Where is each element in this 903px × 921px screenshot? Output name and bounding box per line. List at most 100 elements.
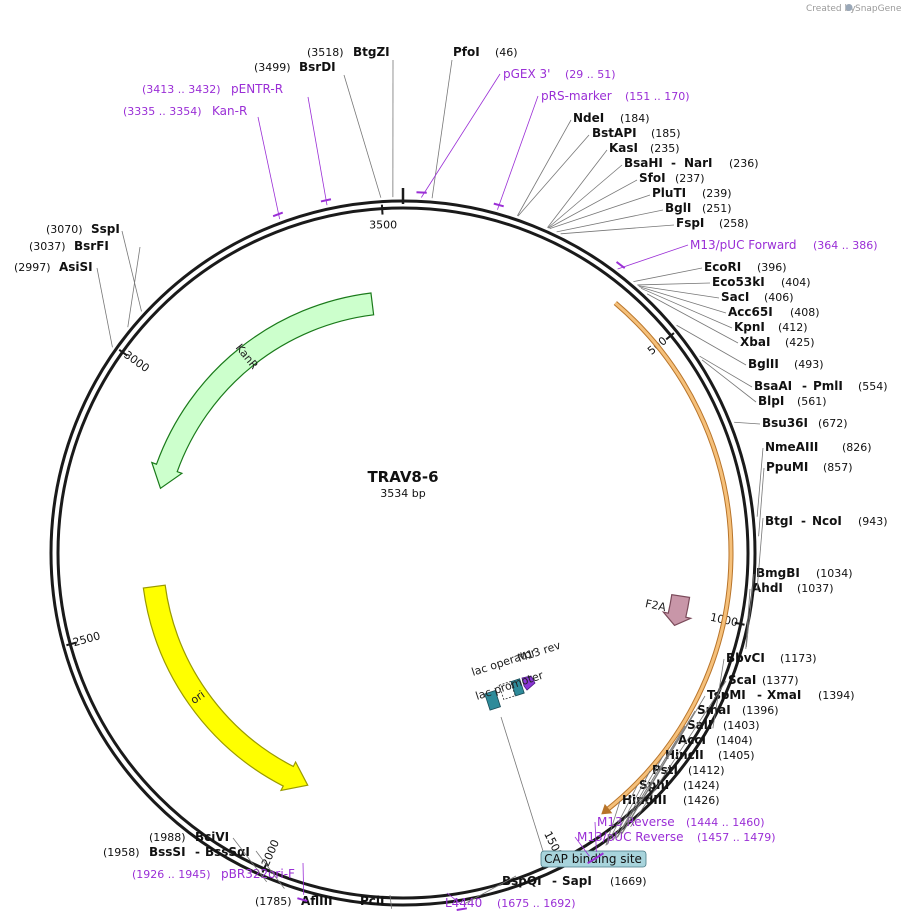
enzyme-leader-line [127,246,141,328]
enzyme-label: Bsu36I [762,416,808,430]
enzyme-label: BbvCI [726,651,765,665]
enzyme-leader-line [701,359,757,403]
enzyme-leader-line [638,285,720,299]
enzyme-position: (404) [781,276,811,289]
enzyme-label: BsaHI [624,156,663,170]
lac-operator-feature [498,680,516,700]
enzyme-label: SapI [562,874,592,888]
tick-mark [66,641,77,647]
enzyme-leader-line [343,74,382,198]
tick-label: 2500 [71,629,101,649]
primer-range: (1444 .. 1460) [686,816,765,829]
enzyme-label: BlpI [758,394,784,408]
enzyme-position: (1785) [255,895,292,908]
enzyme-label-separator: - [349,894,354,908]
enzyme-label: EcoRI [704,260,741,274]
enzyme-leader-line [646,293,739,344]
enzyme-position: (1173) [780,652,817,665]
plasmid-length: 3534 bp [380,487,425,500]
enzyme-label: TspMI [707,688,746,702]
leader-lines [96,59,765,911]
enzyme-position: (493) [794,358,824,371]
primer-site-marker [320,198,332,203]
enzyme-label: KpnI [734,320,765,334]
enzyme-label: BtgI [765,514,793,528]
primer-leader-line [446,892,462,905]
enzyme-leader-line [606,785,638,846]
lac-promoter-feature [484,690,501,711]
enzyme-label-separator: - [195,845,200,859]
enzyme-position: (1396) [742,704,779,717]
enzyme-leader-line [756,517,764,591]
enzyme-position: (1403) [723,719,760,732]
enzyme-label-separator: - [757,688,762,702]
enzyme-label-separator: - [671,156,676,170]
enzyme-label: BstAPI [592,126,637,140]
enzyme-label: NarI [684,156,713,170]
enzyme-label: BciVI [195,830,229,844]
enzyme-position: (3037) [29,240,66,253]
enzyme-label-separator: - [802,379,807,393]
enzyme-label: KasI [609,141,638,155]
enzyme-position: (239) [702,187,732,200]
enzyme-leader-line [621,695,706,834]
orf-arc [605,301,733,812]
enzyme-leader-line [547,149,608,228]
primer-leader-line [257,116,281,220]
enzyme-position: (554) [858,380,888,393]
enzyme-position: (184) [620,112,650,125]
enzyme-leader-line [745,573,755,648]
enzyme-position: (1404) [716,734,753,747]
primer-range: (1675 .. 1692) [497,897,576,910]
primer-range: (364 .. 386) [813,239,878,252]
enzyme-label: BmgBI [756,566,800,580]
enzyme-position: (826) [842,441,872,454]
primer-site-marker [416,191,427,194]
tick-label: 3000 [121,348,151,375]
enzyme-leader-line [676,324,747,366]
enzyme-label: SacI [721,290,749,304]
enzyme-leader-line [560,224,675,235]
orf-layer [601,301,734,815]
enzyme-leader-line [639,286,727,314]
primer-label: pGEX 3' [503,67,550,81]
enzyme-label: NdeI [573,111,604,125]
enzyme-label: BglII [748,357,779,371]
enzyme-leader-line [517,119,572,217]
backbone [49,188,757,907]
primer-range: (3413 .. 3432) [142,83,221,96]
primer-label: pENTR-R [231,82,283,96]
primer-label: Kan-R [212,104,247,118]
enzyme-leader-line [633,267,703,283]
tick-mark [665,332,675,341]
tick-mark [118,349,128,357]
tick-label: 3500 [369,219,397,232]
enzyme-label: AccI [678,733,706,747]
tick-mark [734,621,745,626]
enzyme-leader-line [640,287,733,329]
enzyme-leader-line [389,894,393,909]
enzyme-leader-line [517,134,590,217]
enzyme-position: (251) [702,202,732,215]
enzyme-label: PpuMI [766,460,808,474]
enzyme-position: (672) [818,417,848,430]
enzyme-label: PfoI [453,45,480,59]
primer-range: (1926 .. 1945) [132,868,211,881]
snapgene-credit: Created by SnapGene [806,4,902,14]
enzyme-leader-line [121,230,142,312]
enzyme-label: BssSαI [205,845,250,859]
plasmid-name: TRAV8-6 [367,468,438,486]
enzyme-label: SmaI [697,703,731,717]
primer-leader-line [617,244,689,270]
enzyme-position: (3518) [307,46,344,59]
enzyme-label: ScaI [728,673,756,687]
enzyme-leader-line [556,209,664,233]
enzyme-leader-line [431,59,453,199]
primer-leader-line [421,73,501,198]
enzyme-leader-line [630,680,727,828]
enzyme-position: (412) [778,321,808,334]
primer-range: (3335 .. 3354) [123,105,202,118]
primer-range: (29 .. 51) [565,68,616,81]
enzyme-position: (237) [675,172,705,185]
